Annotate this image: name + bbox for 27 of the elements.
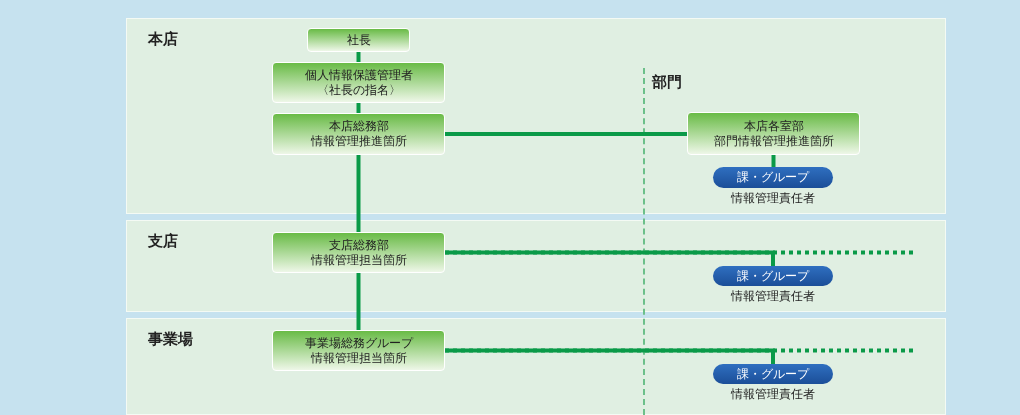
connector-line <box>356 273 361 330</box>
section-title: 本店 <box>148 30 178 49</box>
connector-line <box>771 155 776 167</box>
org-box: 事業場総務グループ 情報管理担当箇所 <box>272 330 445 371</box>
role-caption: 情報管理責任者 <box>730 387 816 402</box>
role-caption: 情報管理責任者 <box>730 191 816 206</box>
connector-line <box>356 103 361 113</box>
section-title: 支店 <box>148 232 178 251</box>
group-pill: 課・グループ <box>713 364 833 384</box>
org-box: 個人情報保護管理者 〈社長の指名〉 <box>272 62 445 103</box>
section-band <box>126 18 946 214</box>
connector-line <box>445 250 775 266</box>
section-band <box>126 318 946 415</box>
column-title: 部門 <box>652 73 682 92</box>
org-box: 支店総務部 情報管理担当箇所 <box>272 232 445 273</box>
connector-line <box>445 132 687 136</box>
org-box: 社長 <box>307 28 410 52</box>
org-box: 本店総務部 情報管理推進箇所 <box>272 113 445 155</box>
section-title: 事業場 <box>148 330 193 349</box>
group-pill: 課・グループ <box>713 266 833 286</box>
connector-line <box>356 52 361 62</box>
connector-line <box>356 155 361 232</box>
group-pill: 課・グループ <box>713 167 833 188</box>
role-caption: 情報管理責任者 <box>730 289 816 304</box>
org-box: 本店各室部 部門情報管理推進箇所 <box>687 112 860 155</box>
section-band <box>126 220 946 312</box>
connector-line <box>445 348 775 364</box>
